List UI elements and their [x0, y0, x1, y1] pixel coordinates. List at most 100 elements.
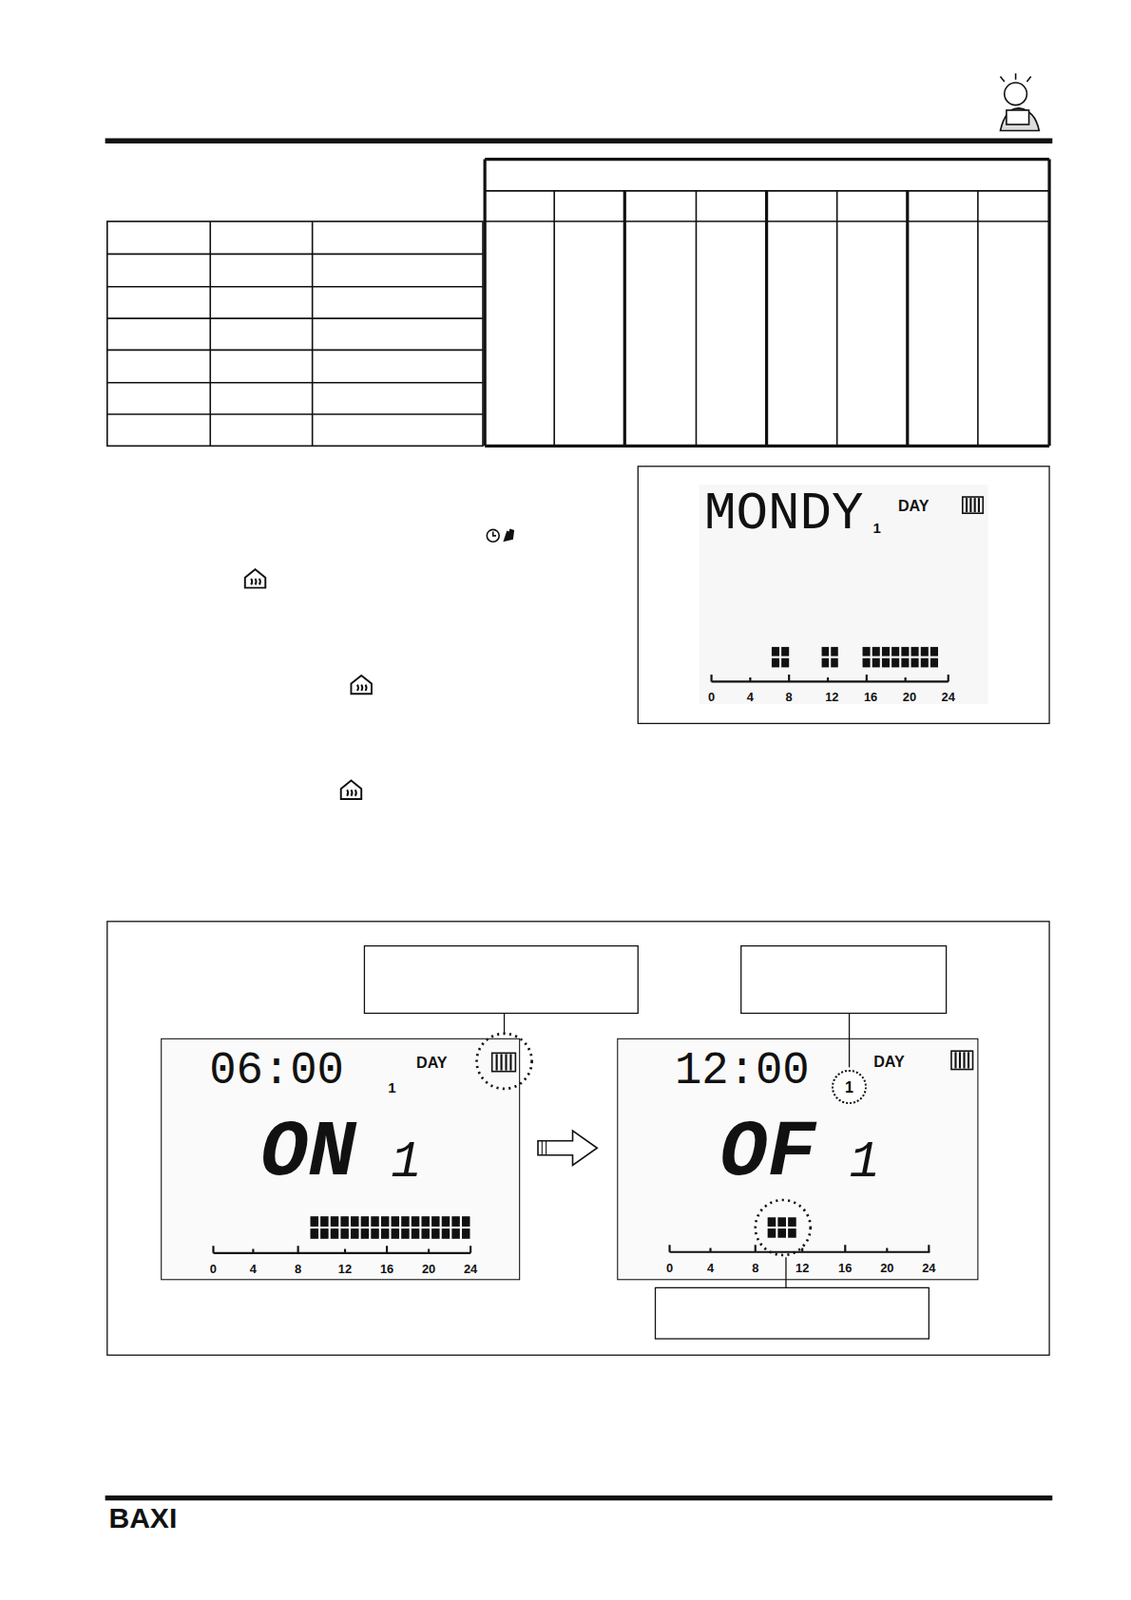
bar-cell — [911, 658, 920, 669]
bar-cell — [340, 1216, 348, 1227]
figure-frame — [107, 921, 1050, 1356]
axis-tick-label: 16 — [380, 1264, 394, 1277]
bar-cell — [411, 1228, 420, 1240]
bar-cell — [777, 1228, 786, 1239]
bar-cell — [330, 1228, 339, 1240]
bar-cell — [461, 1216, 470, 1227]
bar-cell — [350, 1216, 359, 1227]
lcd-panel — [617, 1038, 978, 1280]
leader-line — [848, 1013, 850, 1068]
bar-cell — [411, 1216, 420, 1227]
bar-cell — [891, 658, 900, 669]
lcd-panel — [161, 1038, 520, 1280]
lcd-period-number: 1 — [390, 1138, 422, 1190]
highlight-circle — [477, 1034, 533, 1090]
brand-logo: BAXI — [108, 1504, 177, 1534]
lcd-screen — [699, 484, 989, 705]
bar-cell — [920, 647, 929, 657]
axis-tick-label: 4 — [747, 690, 754, 704]
bar-cell — [361, 1216, 369, 1227]
bar-cell — [891, 647, 900, 657]
program-bar — [822, 647, 839, 668]
bar-cell — [822, 647, 830, 657]
axis-tick-label: 0 — [666, 1263, 673, 1276]
axis-tick-label: 20 — [902, 690, 917, 704]
bar-cell — [401, 1228, 409, 1240]
footer-rule — [105, 1495, 1054, 1501]
bar-cell — [370, 1216, 379, 1227]
bar-cell — [441, 1216, 450, 1227]
bar-cell — [911, 647, 920, 657]
axis-tick-label: 24 — [941, 690, 956, 704]
radiator-icon — [962, 497, 983, 514]
bar-cell — [787, 1217, 797, 1227]
time-axis — [212, 1246, 471, 1254]
day-indicator: DAY — [416, 1054, 448, 1071]
bar-cell — [320, 1228, 328, 1240]
axis-tick-label: 8 — [294, 1264, 302, 1277]
callout-circle: 1 — [831, 1070, 867, 1106]
day-indicator: DAY — [873, 1054, 905, 1070]
callout-box — [364, 946, 638, 1015]
radiator-icon — [951, 1051, 974, 1070]
bar-cell — [862, 647, 871, 657]
axis-tick-label: 16 — [838, 1263, 852, 1276]
axis-tick-label: 12 — [338, 1264, 352, 1277]
axis-tick-label: 12 — [824, 690, 839, 704]
bar-cell — [310, 1228, 319, 1240]
bar-cell — [381, 1216, 389, 1227]
bar-cell — [350, 1228, 359, 1240]
radiator-icon — [492, 1053, 517, 1072]
bar-cell — [461, 1228, 470, 1240]
bar-cell — [781, 658, 789, 669]
bar-cell — [872, 658, 881, 669]
bar-cell — [830, 647, 839, 657]
program-bar — [862, 647, 939, 668]
arrow-hatch — [541, 1141, 546, 1156]
axis-tick-label: 0 — [708, 690, 715, 704]
bar-cell — [421, 1228, 429, 1240]
lcd-status: ON — [260, 1113, 357, 1194]
bar-cell — [872, 647, 881, 657]
bar-cell — [781, 647, 789, 657]
bar-cell — [320, 1216, 328, 1227]
axis-tick-label: 16 — [863, 690, 878, 704]
callout-box — [741, 946, 947, 1015]
bar-cell — [381, 1228, 389, 1240]
axis-tick-label: 24 — [463, 1264, 478, 1277]
header-rule — [105, 138, 1054, 144]
bar-cell — [862, 658, 871, 669]
leader-line — [503, 1013, 505, 1034]
heating-icon — [245, 569, 372, 800]
program-bar — [767, 1217, 797, 1238]
bar-cell — [881, 647, 890, 657]
bar-cell — [767, 1217, 777, 1227]
bar-cell — [920, 658, 929, 669]
highlight-circle — [755, 1200, 811, 1256]
lcd-panel — [637, 466, 1050, 725]
bar-cell — [830, 658, 839, 669]
bar-cell — [421, 1216, 429, 1227]
bar-cell — [881, 658, 890, 669]
bar-cell — [370, 1228, 379, 1240]
bar-cell — [391, 1216, 400, 1227]
program-bar — [771, 647, 789, 668]
bar-cell — [391, 1228, 400, 1240]
bar-cell — [401, 1216, 409, 1227]
program-number: 1 — [872, 521, 881, 537]
leader-line — [785, 1257, 786, 1288]
mascot-icon — [1000, 73, 1040, 131]
axis-tick-label: 24 — [921, 1263, 936, 1276]
axis-tick-label: 20 — [421, 1264, 436, 1277]
bar-cell — [900, 658, 909, 669]
axis-tick-label: 8 — [785, 690, 793, 704]
bar-cell — [431, 1216, 440, 1227]
bar-cell — [822, 658, 830, 669]
bar-cell — [340, 1228, 348, 1240]
program-bar — [310, 1216, 471, 1240]
lcd-time: 12:00 — [674, 1049, 810, 1094]
axis-tick-label: 0 — [210, 1264, 217, 1277]
callout-number: 1 — [844, 1079, 854, 1095]
axis-tick-label: 8 — [751, 1263, 759, 1276]
